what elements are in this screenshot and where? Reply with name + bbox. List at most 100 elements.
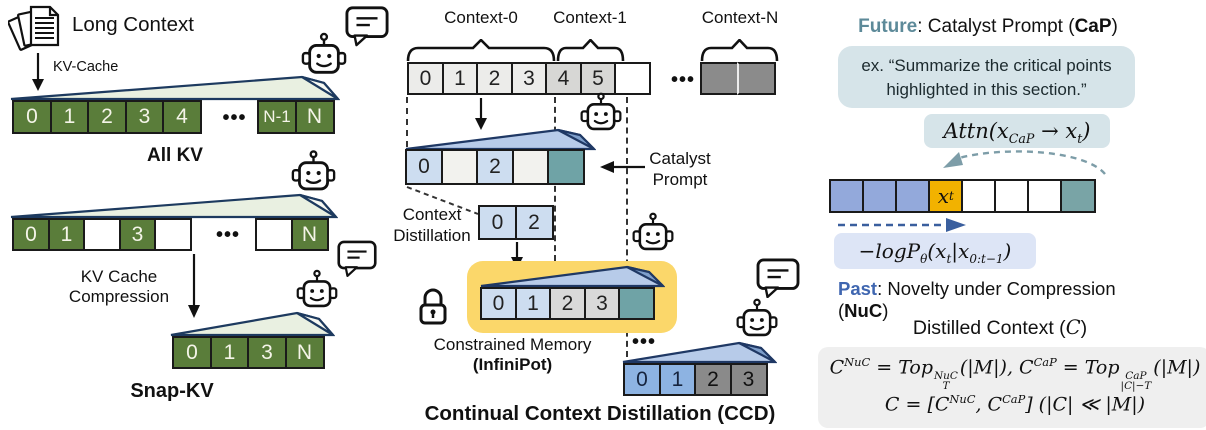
context-stream-ellipsis: ••• [670,69,695,91]
robot-icon [296,269,338,308]
cell: 1 [441,62,479,95]
past-heading: Past: Novelty under Compression (NuC) [838,278,1116,321]
catalyst-prompt-label: Catalyst Prompt [649,149,711,189]
attn-formula: Attn(xCaP → xt) [924,114,1110,148]
cell [547,149,585,185]
kv-wedge-sparse [10,193,338,219]
cell: 3 [510,62,548,95]
all-kv-label: All KV [147,145,203,166]
cell [961,179,997,213]
kv-wedge-all [10,75,340,101]
cell [440,149,479,185]
robot-icon [301,32,347,74]
cell: 0 [405,149,443,185]
kv-cache-label: KV-Cache [53,59,119,75]
robot-icon [580,92,622,131]
ccd-title: Continual Context Distillation (CCD) [424,402,776,425]
projection-dash-right [626,97,628,357]
cell: 2 [87,100,127,134]
cell [895,179,931,213]
cell: 0 [478,205,517,240]
nuc-abbrev: NuC [844,300,883,321]
future-word: Future [858,16,918,37]
cell: 3 [118,218,157,251]
cell [829,179,865,213]
distilled-formula-line2: C = [CNuC, CCaP] (|C| ≪ |M|) [884,392,1146,416]
cell [862,179,898,213]
cell [511,149,550,185]
cell: 1 [658,363,697,396]
cell: 2 [549,287,586,320]
cell [255,218,293,251]
cell: 2 [476,62,513,95]
wedge-ccd [622,341,777,364]
cell [618,287,655,320]
robot-icon [736,298,778,337]
ccd-ellipsis: ••• [631,331,656,353]
cell: N [284,336,325,369]
cell: 0 [623,363,661,396]
speech-bubble-icon [345,6,389,47]
kv-wedge-snap [170,311,335,337]
cell: 2 [694,363,732,396]
cell: 2 [476,149,514,185]
cell: 5 [579,62,617,95]
compression-arrow [188,254,200,318]
attention-curve-arrow [943,150,1106,175]
kv-compression-label: KV Cache Compression [68,267,170,306]
distill-arrow [475,98,487,130]
nuc-formula: −logPθ(xt|x0:t−1) [834,233,1036,269]
robot-icon [291,150,336,191]
cell: 3 [729,363,768,396]
contextN-brace [700,39,779,62]
cell: 4 [545,62,582,95]
all-kv-ellipsis: ••• [222,107,247,129]
projection-dash-left [406,97,408,147]
cell [994,179,1030,213]
context-distillation-label: Context Distillation [393,205,471,245]
cell [154,218,192,251]
cell: 3 [583,287,621,320]
cell: 1 [209,336,250,369]
cell: N [294,100,335,134]
speech-bubble-icon [756,258,800,298]
cell: 1 [47,218,86,251]
cell: 1 [514,287,552,320]
distilled-context-heading: Distilled Context (C) [912,316,1088,339]
cell: 2 [514,205,554,240]
cell: 0 [480,287,517,320]
kv-cache-arrow [32,53,44,91]
lock-icon [419,288,447,325]
future-heading: Future: Catalyst Prompt (CaP) [858,16,1118,37]
cell: 0 [172,336,212,369]
catalyst-prompt-arrow [600,161,645,173]
cell [700,62,739,95]
cell: N-1 [257,100,297,134]
robot-icon [632,212,674,251]
constrained-memory-label: Constrained Memory [433,335,592,354]
wedge-distilled [405,128,596,151]
distill-dash-diagonal [406,186,479,215]
context-stream-row-end [700,62,776,95]
cell: 0 [12,100,52,134]
documents-icon [8,5,60,51]
cell: N [290,218,329,251]
cell: 0 [407,62,444,95]
cell: 3 [124,100,165,134]
context1-brace [556,39,625,62]
cell [1060,179,1096,213]
cell: 1 [49,100,90,134]
cell [1027,179,1063,213]
wedge-memory [480,265,665,288]
